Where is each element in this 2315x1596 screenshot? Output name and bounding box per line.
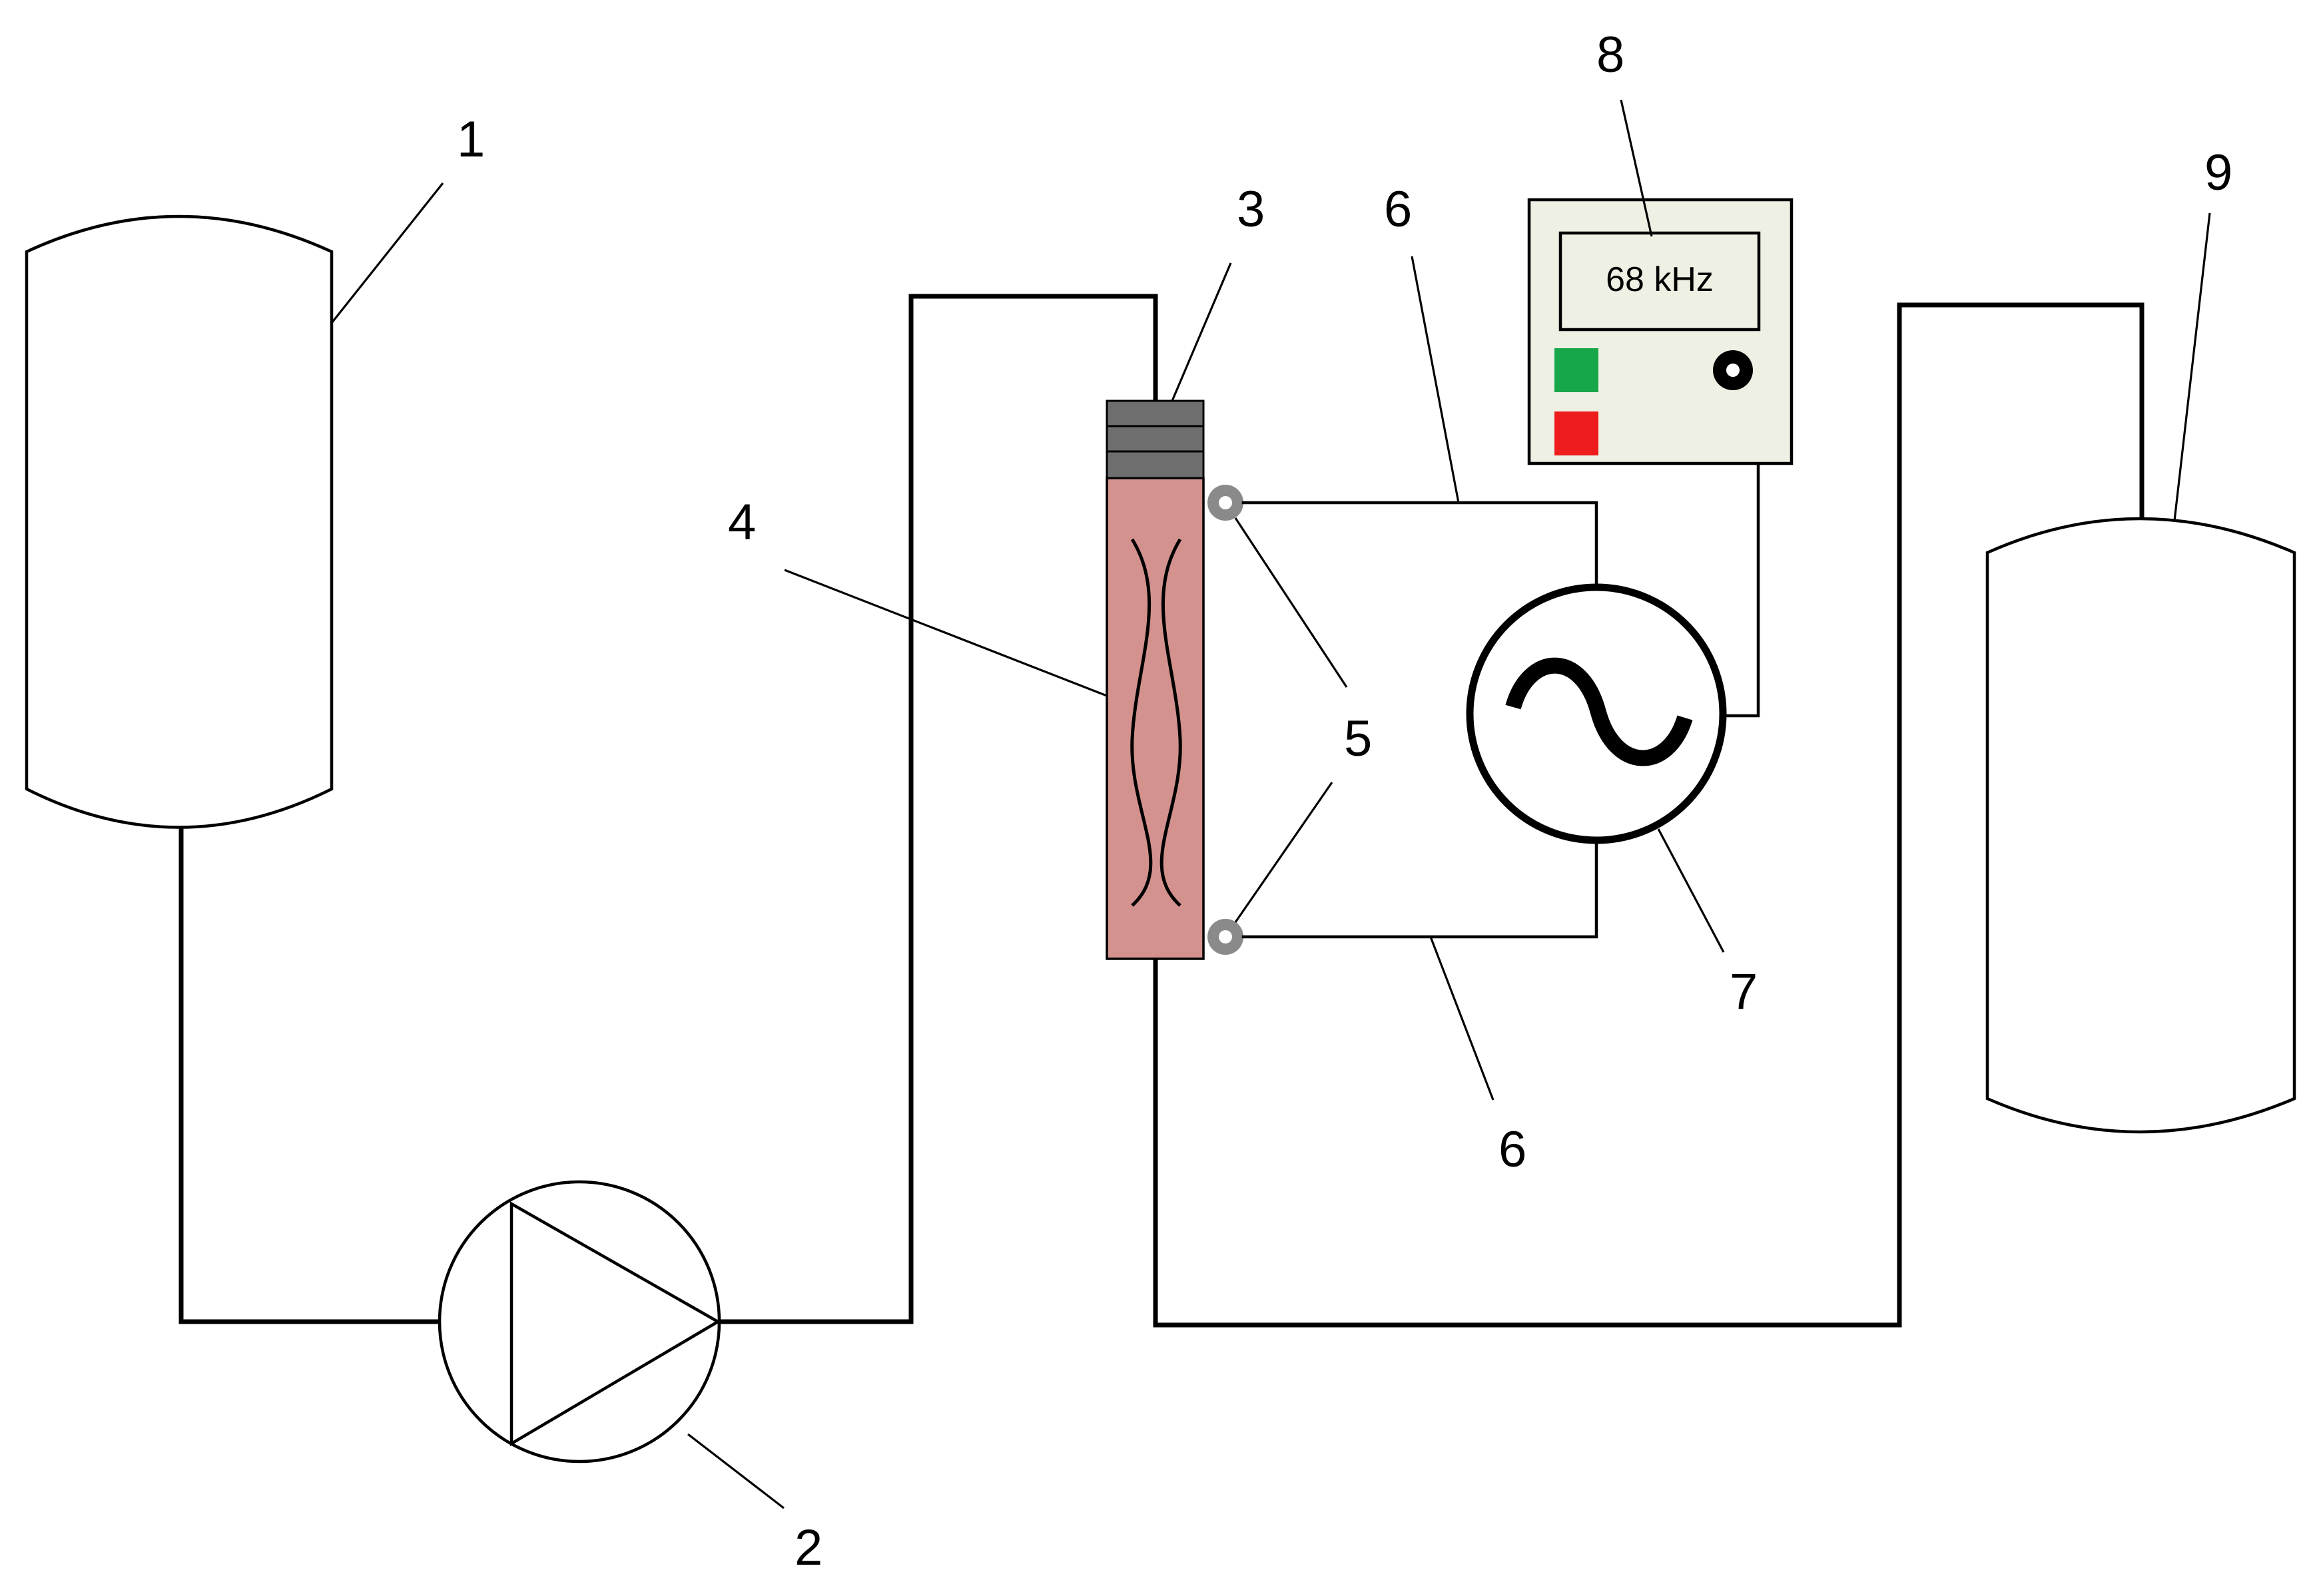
label-7: 7: [1730, 963, 1758, 1020]
label-3: 3: [1237, 181, 1265, 238]
leader-5b: [1234, 782, 1333, 923]
leader-3: [1171, 262, 1232, 401]
frequency-meter: 68 kHz: [1527, 198, 1794, 465]
indicator-red: [1554, 411, 1598, 455]
tube-cap: [1106, 399, 1205, 479]
meter-display-value: 68 kHz: [1606, 260, 1714, 299]
tank-1: [25, 214, 334, 829]
pipe-tank1-to-pump: [178, 823, 444, 1324]
ac-generator: [1466, 583, 1727, 844]
leader-4: [784, 569, 1108, 697]
label-5: 5: [1344, 710, 1372, 767]
pipe-tube-to-tank9: [1153, 302, 2145, 1328]
label-6-top: 6: [1384, 181, 1412, 238]
wire-top: [1241, 501, 1598, 589]
leader-6-bottom: [1429, 936, 1494, 1101]
wire-meter-to-generator: [1722, 461, 1760, 718]
tank-9: [1985, 517, 2296, 1134]
treatment-tube: [1106, 477, 1205, 960]
electrode-top: [1207, 485, 1243, 521]
pipe-pump-to-tube: [717, 294, 1158, 1324]
label-2: 2: [795, 1519, 823, 1576]
leader-6-top: [1411, 256, 1460, 503]
leader-2: [687, 1433, 785, 1509]
label-8: 8: [1596, 27, 1624, 83]
indicator-green: [1554, 348, 1598, 392]
leader-8: [1620, 99, 1653, 237]
electrode-bottom: [1207, 919, 1243, 955]
label-9: 9: [2204, 144, 2232, 201]
sine-wave-icon: [1505, 657, 1693, 766]
pump: [438, 1180, 721, 1463]
label-6-bottom: 6: [1498, 1121, 1526, 1178]
leader-7: [1657, 828, 1725, 953]
wire-bottom: [1241, 838, 1598, 939]
leader-5a: [1234, 517, 1348, 688]
label-1: 1: [457, 111, 485, 168]
meter-display: [1558, 231, 1761, 332]
label-4: 4: [728, 494, 756, 551]
leader-9: [2173, 212, 2211, 521]
leader-1: [330, 182, 444, 324]
